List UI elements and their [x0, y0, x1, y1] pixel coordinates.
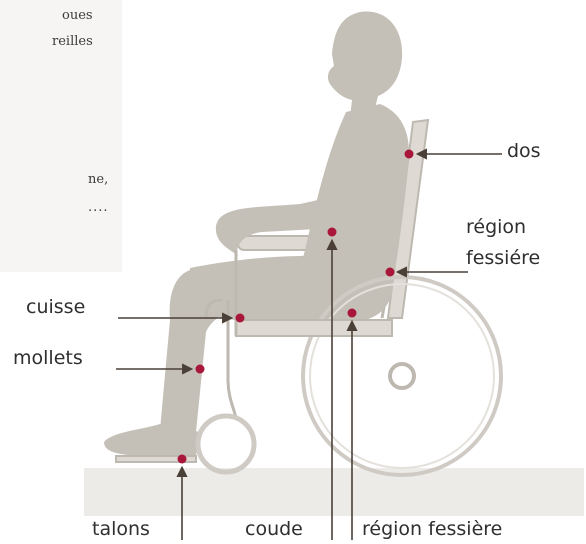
label-talons: talons — [92, 520, 150, 539]
pressure-point-talons — [178, 455, 187, 464]
wheel-hub — [390, 364, 414, 388]
pressure-point-region-fessiere-seat — [348, 309, 357, 318]
label-region-fessiere-bottom: région fessière — [362, 520, 502, 539]
front-caster — [198, 416, 254, 472]
floor — [84, 468, 584, 516]
label-cuisse: cuisse — [26, 298, 85, 317]
pressure-point-dos — [405, 150, 414, 159]
label-region-fessiere-right-line1: région — [466, 218, 526, 237]
pressure-point-coude — [328, 228, 337, 237]
label-coude: coude — [245, 520, 303, 539]
label-dos: dos — [507, 142, 541, 161]
label-mollets: mollets — [13, 349, 83, 368]
seated-person-silhouette — [104, 11, 409, 456]
label-region-fessiere-right-line2: fessiére — [466, 249, 540, 268]
pressure-point-mollets — [196, 365, 205, 374]
pressure-point-cuisse — [236, 314, 245, 323]
pressure-point-region-fessiere-back — [386, 268, 395, 277]
